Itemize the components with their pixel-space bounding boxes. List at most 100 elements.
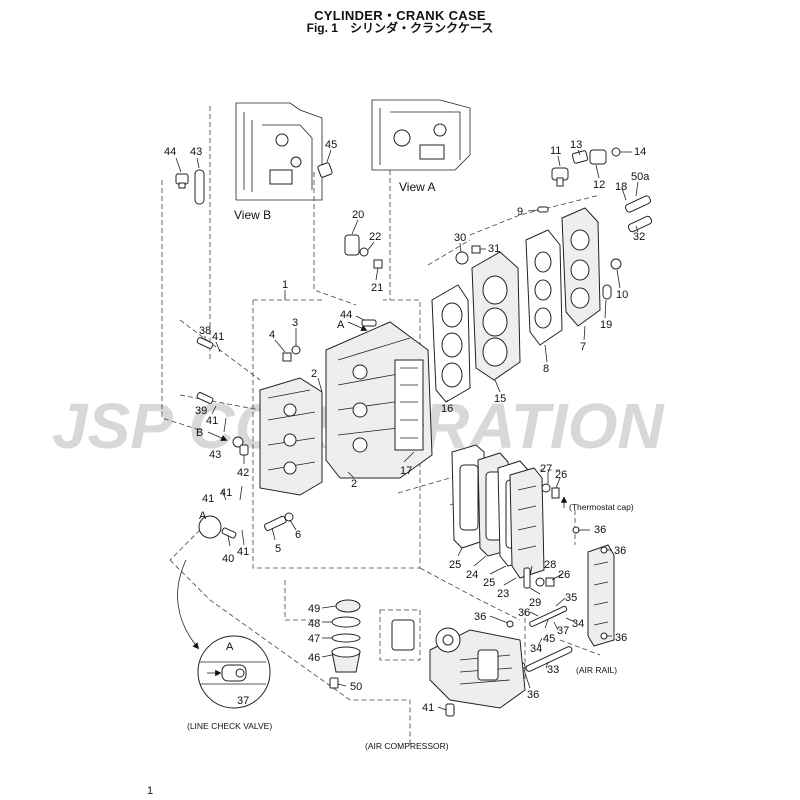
- callout-4: 4: [269, 329, 275, 341]
- callout-1: 1: [282, 279, 288, 291]
- callout-36-d: 36: [518, 607, 530, 619]
- callout-50: 50: [350, 681, 362, 693]
- head-gasket-16: [431, 284, 471, 403]
- callout-25-right: 25: [483, 577, 495, 589]
- callout-29: 29: [529, 597, 541, 609]
- callout-13: 13: [570, 139, 582, 151]
- bolt-part-26b: [545, 577, 555, 587]
- callout-41-low: 41: [237, 546, 249, 558]
- bolt-part-4: [282, 352, 292, 362]
- callout-36-f: 36: [527, 689, 539, 701]
- pin-part-9: [537, 206, 549, 213]
- callout-33: 33: [547, 664, 559, 676]
- figure-title-japanese: シリンダ・クランクケース: [349, 21, 494, 35]
- callout-24: 24: [466, 569, 478, 581]
- callout-22: 22: [369, 231, 381, 243]
- bolt-part-5: [263, 515, 287, 532]
- air-compressor: [429, 627, 526, 709]
- air-rail: [587, 544, 615, 647]
- callout-44-bolt: 44: [340, 309, 352, 321]
- detail-a-label: A: [199, 510, 207, 522]
- exhaust-cover-23: [509, 467, 545, 579]
- callout-39: 39: [195, 405, 207, 417]
- callout-numbers: 44 43 45 20 22 21 30 31 11 13 12 14 18 5…: [164, 139, 650, 714]
- callout-41-upper: 41: [212, 331, 224, 343]
- callout-38: 38: [199, 325, 211, 337]
- callout-18: 18: [615, 181, 627, 193]
- callout-36-c: 36: [474, 611, 486, 623]
- line-check-valve-note: (LINE CHECK VALVE): [187, 721, 272, 731]
- callout-47: 47: [308, 633, 320, 645]
- pin-part-29: [523, 567, 531, 589]
- sender-part-11: [551, 167, 569, 187]
- callout-19: 19: [600, 319, 612, 331]
- air-compressor-note: (AIR COMPRESSOR): [365, 741, 449, 751]
- leader-lines: [175, 149, 639, 711]
- callout-36-a: 36: [594, 524, 606, 536]
- washer-part-30: [455, 251, 469, 265]
- cover-part-20: [344, 234, 360, 256]
- callout-31: 31: [488, 243, 500, 255]
- callout-34-right: 34: [572, 618, 584, 630]
- diagram-title: CYLINDER・CRANK CASE: [314, 8, 486, 23]
- callout-35: 35: [565, 592, 577, 604]
- callout-20: 20: [352, 209, 364, 221]
- view-b-arrow: [207, 431, 228, 441]
- check-valve-part-43b: [232, 436, 244, 448]
- callout-48: 48: [308, 618, 320, 630]
- thermostat-part: [391, 619, 415, 651]
- callout-27: 27: [540, 463, 552, 475]
- callout-43-valve: 43: [209, 449, 221, 461]
- callout-6: 6: [295, 529, 301, 541]
- view-a-arrow: [347, 321, 368, 331]
- callout-7: 7: [580, 341, 586, 353]
- callout-45-rail: 45: [543, 633, 555, 645]
- callout-21: 21: [371, 282, 383, 294]
- fitting-part-42: [239, 444, 249, 456]
- callout-30: 30: [454, 232, 466, 244]
- callout-11: 11: [550, 145, 561, 157]
- bolt-part-31: [471, 245, 481, 254]
- callout-26-upper: 26: [555, 469, 567, 481]
- thermostat-cap-note: (Thermostat cap): [569, 502, 634, 512]
- figure-label: Fig. 1: [306, 21, 338, 35]
- bolt-part-26a: [551, 487, 560, 499]
- callout-28: 28: [544, 559, 556, 571]
- arrow-b-label: B: [196, 427, 203, 439]
- pin-part-19: [602, 284, 612, 300]
- detail-a-circle-marker: [198, 515, 222, 539]
- arrow-a-label: A: [337, 319, 345, 331]
- callout-15: 15: [494, 393, 506, 405]
- line-check-valve-inset: [177, 559, 271, 709]
- page-number: 1: [147, 785, 154, 797]
- callout-41-compressor: 41: [422, 702, 434, 714]
- dowel-part-40: [221, 527, 237, 539]
- view-a-detail: [371, 99, 471, 171]
- bolt-part-21: [373, 259, 383, 269]
- callout-10: 10: [616, 289, 628, 301]
- head-gasket-8: [525, 229, 563, 346]
- plug-part-44: [175, 173, 189, 189]
- callout-46: 46: [308, 652, 320, 664]
- view-b-label: View B: [234, 208, 271, 222]
- callout-32: 32: [633, 231, 645, 243]
- clip-part-13: [571, 150, 589, 164]
- pin-part-43: [194, 169, 205, 205]
- callout-45: 45: [325, 139, 337, 151]
- bolt-part-14: [611, 147, 621, 157]
- washer-part-6: [284, 512, 294, 522]
- callout-3: 3: [292, 317, 298, 329]
- callout-44: 44: [164, 146, 176, 158]
- washer-part-10: [610, 258, 622, 270]
- crank-case-main: [325, 321, 433, 479]
- callout-37-inset: 37: [237, 695, 249, 707]
- callout-8: 8: [543, 363, 549, 375]
- callout-41-mid: 41: [206, 415, 218, 427]
- clip-part-36: [506, 620, 514, 628]
- callout-9: 9: [517, 206, 523, 218]
- callout-25-left: 25: [449, 559, 461, 571]
- guide-lines: [161, 106, 601, 745]
- washer-part-27: [541, 483, 551, 493]
